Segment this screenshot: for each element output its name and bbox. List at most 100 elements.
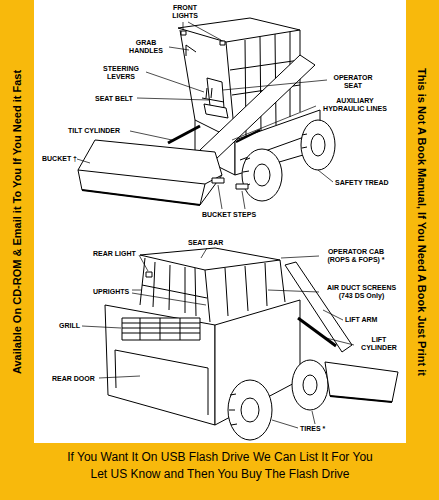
leader-lines-top — [137, 98, 209, 100]
part-label: OPERATOR SEAT — [329, 74, 377, 90]
tilt-cylinder — [168, 126, 200, 143]
leader-lines-top — [188, 22, 221, 40]
leader-lines-bottom — [326, 338, 354, 345]
leader-lines-bottom — [268, 290, 319, 292]
lift-arm-front — [200, 55, 315, 160]
leader-lines-bottom — [132, 293, 206, 305]
rear-tires — [241, 398, 259, 422]
part-label: AIR DUCT SCREENS (743 DS Only) — [321, 284, 402, 300]
rear-loader-body — [115, 350, 208, 368]
side-banner-text: This is Not A Book Manual, If You Need A… — [416, 68, 428, 376]
lift-cylinder — [298, 318, 336, 346]
side-banner-text: Available On CD-ROM & Email it To You If… — [11, 70, 23, 374]
rear-loader-body — [122, 323, 200, 324]
part-label: UPRIGHTS — [93, 288, 129, 296]
rear-cab — [265, 263, 267, 306]
part-label: GRILL — [59, 322, 80, 330]
front-cab — [180, 30, 195, 120]
rear-cab — [140, 248, 285, 322]
part-label: OPERATOR CAB (ROPS & FOPS) * — [321, 248, 391, 264]
bucket-front — [78, 140, 248, 205]
leader-lines-top — [318, 170, 333, 182]
rear-cab — [195, 268, 196, 316]
leader-lines-top — [223, 80, 327, 90]
rear-loader-body — [122, 328, 200, 329]
part-label: STEERING LEVERS — [98, 65, 144, 81]
part-label: LIFT CYLINDER — [356, 336, 402, 352]
part-label: LIFT ARM — [345, 316, 377, 324]
leader-lines-bottom — [201, 248, 207, 258]
bucket-front — [82, 190, 200, 205]
operator-seat — [211, 88, 212, 98]
rear-loader-body — [105, 305, 215, 425]
front-cab — [186, 45, 196, 52]
part-label: REAR DOOR — [52, 375, 95, 383]
part-label: TIRES * — [300, 425, 325, 433]
bucket-rear — [325, 362, 398, 402]
leader-lines-bottom — [82, 326, 121, 328]
front-cab — [178, 18, 300, 42]
rear-cab — [205, 270, 210, 322]
front-cab — [186, 45, 187, 56]
operator-seat — [207, 78, 224, 108]
leader-lines-bottom — [82, 248, 354, 428]
lift-cylinder — [298, 318, 336, 346]
rear-cab — [245, 266, 248, 311]
tilt-cylinder — [168, 126, 200, 143]
bucket-rear — [330, 396, 392, 402]
leader-lines-top — [130, 131, 172, 140]
rear-tires — [230, 394, 236, 395]
bucket-front — [78, 140, 222, 205]
rear-tires — [228, 380, 272, 440]
lift-arm-rear — [285, 262, 352, 352]
part-label: AUXILIARY HYDRAULIC LINES — [318, 97, 392, 113]
operator-seat — [202, 78, 228, 118]
front-tires — [301, 120, 335, 170]
rear-cab — [280, 260, 285, 302]
rear-tires — [292, 360, 328, 410]
footer-text: Let US Know and Then You Buy The Flash D… — [34, 467, 406, 481]
footer-text: If You Want It On USB Flash Drive We Can… — [34, 450, 406, 464]
part-label: REAR LIGHT — [93, 250, 136, 258]
leader-lines-bottom — [312, 411, 315, 424]
leader-lines-top — [77, 22, 333, 209]
leader-lines-bottom — [281, 256, 319, 258]
leader-lines-bottom — [272, 420, 298, 428]
leader-lines-top — [183, 22, 184, 30]
rear-loader-body — [208, 368, 209, 415]
rear-tires — [231, 424, 237, 425]
leader-lines-top — [218, 185, 222, 209]
rear-cab — [225, 268, 228, 316]
bucket-front — [212, 178, 224, 183]
front-tires — [245, 158, 250, 160]
leader-lines-bottom — [132, 290, 141, 291]
operator-seat — [206, 88, 207, 98]
leader-lines-top — [169, 47, 189, 50]
rear-tires — [303, 375, 317, 395]
rear-cab — [185, 267, 186, 313]
part-label: GRAB HANDLES — [125, 39, 167, 55]
rear-cab — [140, 258, 145, 305]
rear-loader-body — [160, 318, 161, 340]
front-tires — [302, 147, 307, 148]
front-tires — [302, 134, 307, 135]
leader-lines-bottom — [323, 310, 343, 320]
rear-tires — [229, 410, 235, 411]
rear-cab — [169, 265, 170, 310]
rear-loader-body — [122, 333, 200, 334]
part-label: BUCKET † — [42, 155, 77, 163]
part-label: TILT CYLINDER — [68, 127, 120, 135]
part-label: BUCKET STEPS — [202, 211, 256, 219]
leader-lines-top — [232, 106, 316, 140]
lift-arm-front — [236, 130, 260, 142]
operator-seat — [204, 104, 228, 118]
part-label: SEAT BELT — [95, 95, 133, 103]
bucket-front — [78, 170, 205, 184]
lift-arm-rear — [285, 262, 352, 352]
front-tires — [311, 134, 325, 156]
rear-loader-body — [140, 318, 141, 340]
rear-cab — [146, 272, 152, 277]
front-cab — [181, 31, 186, 35]
front-cab — [220, 41, 225, 45]
bucket-front — [200, 184, 205, 205]
